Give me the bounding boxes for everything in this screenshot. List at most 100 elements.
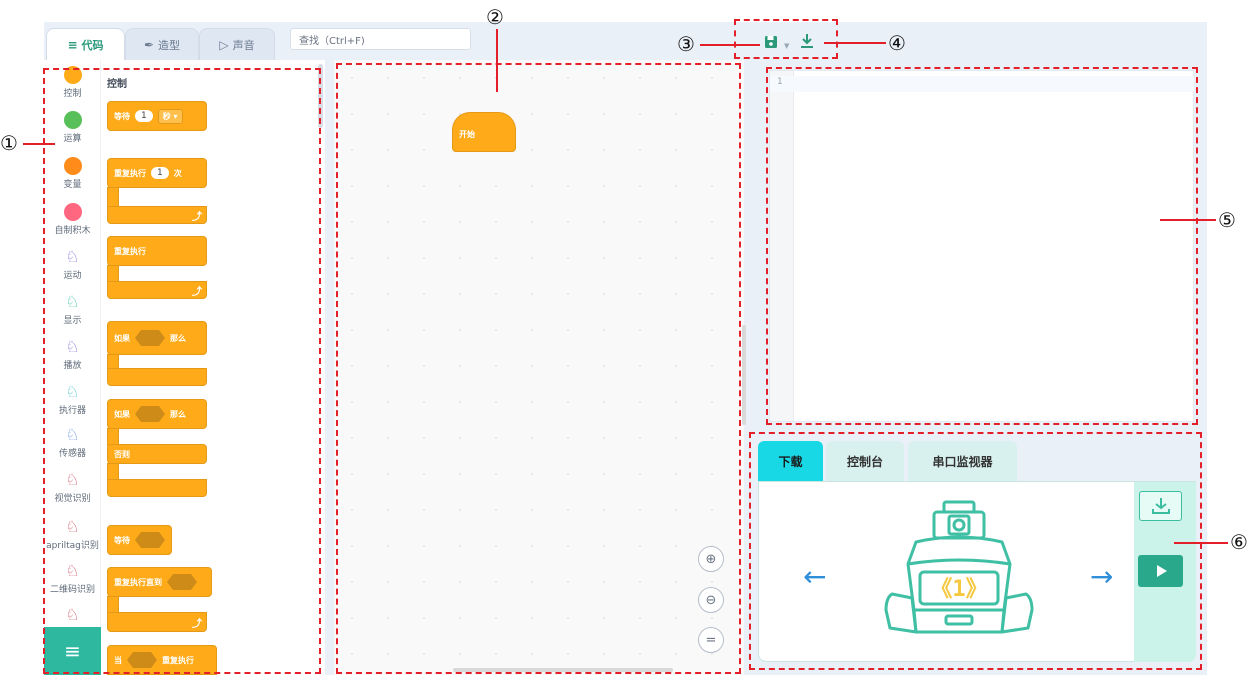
callout-6-leader	[1174, 542, 1228, 544]
editor-gutter	[770, 71, 794, 421]
workspace-vertical-scrollbar[interactable]	[742, 325, 746, 425]
zoom-in-icon: ⊕	[705, 551, 717, 567]
callout-4: ④	[888, 31, 906, 55]
repeat-until-block[interactable]: 重复执行直到	[107, 567, 212, 597]
category-control[interactable]: 控制	[44, 66, 101, 99]
if-else-block[interactable]: 如果 那么	[107, 399, 207, 429]
category-vision[interactable]: ♘ 视觉识别	[44, 470, 101, 505]
condition-slot[interactable]	[127, 652, 157, 668]
my-blocks-color-dot	[63, 203, 82, 221]
zoom-out-icon: ⊖	[705, 592, 717, 608]
tab-costume[interactable]: ✒ 造型	[125, 28, 199, 60]
category-actuator[interactable]: ♘ 执行器	[44, 382, 101, 417]
code-editor[interactable]	[769, 70, 1194, 422]
condition-slot[interactable]	[135, 406, 165, 422]
download-to-device-button[interactable]	[1139, 491, 1182, 521]
download-icon[interactable]	[800, 33, 816, 51]
annotation-box-toolbar	[734, 19, 838, 59]
category-motion[interactable]: ♘ 运动	[44, 248, 101, 282]
operators-color-dot	[63, 111, 82, 129]
tab-sound-label: 声音	[232, 38, 255, 52]
annotation-box-editor	[766, 67, 1198, 425]
search-input[interactable]: 查找（Ctrl+F)	[290, 28, 471, 50]
robot-icon: ♘	[65, 382, 80, 401]
callout-5-leader	[1160, 219, 1216, 221]
callout-1-leader	[23, 143, 55, 145]
robot-icon: ♘	[65, 517, 80, 536]
start-hat-block[interactable]: 开始	[452, 112, 516, 152]
zoom-reset-button[interactable]: =	[698, 627, 724, 653]
loop-arrow-icon: ⤴	[192, 212, 202, 223]
callout-2-leader	[496, 29, 498, 92]
variables-color-dot	[63, 157, 82, 175]
tab-console[interactable]: 控制台	[826, 441, 904, 481]
zoom-out-button[interactable]: ⊖	[698, 587, 724, 613]
arrow-left-icon: ←	[803, 560, 827, 593]
condition-slot[interactable]	[135, 532, 165, 548]
category-variables[interactable]: 变量	[44, 157, 101, 190]
block-label: 那么	[170, 409, 186, 419]
download-tray-icon	[1151, 498, 1170, 514]
zoom-in-button[interactable]: ⊕	[698, 546, 724, 572]
robot-icon: ♘	[65, 337, 80, 356]
callout-2: ②	[486, 5, 504, 29]
next-arrow-button[interactable]: →	[1090, 560, 1113, 593]
palette-title: 控制	[107, 79, 127, 90]
previous-arrow-button[interactable]: ←	[803, 560, 826, 593]
robot-icon: ♘	[65, 470, 80, 489]
block-label: 那么	[170, 333, 186, 343]
dropdown-indicator-icon[interactable]: ▼	[784, 42, 790, 50]
callout-3-leader	[700, 44, 760, 46]
script-workspace[interactable]	[334, 60, 744, 675]
category-my-blocks[interactable]: 自制积木	[44, 203, 101, 236]
workspace-horizontal-scrollbar[interactable]	[453, 668, 673, 672]
arrow-right-icon: →	[1090, 560, 1114, 593]
line-number: 1	[777, 77, 783, 87]
repeat-block-footer	[107, 206, 207, 224]
condition-slot[interactable]	[167, 574, 197, 590]
category-apriltag[interactable]: ♘ apriltag识别	[44, 517, 101, 552]
robot-icon: ♘	[65, 561, 80, 580]
category-play[interactable]: ♘ 播放	[44, 337, 101, 372]
block-label: 等待	[114, 111, 130, 121]
block-label: 等待	[114, 535, 130, 545]
add-extension-button[interactable]: ≡	[44, 627, 101, 675]
category-label: apriltag识别	[46, 541, 99, 551]
wait-until-block[interactable]: 等待	[107, 525, 172, 555]
speaker-icon: ▷	[219, 37, 229, 52]
repeat-block[interactable]: 重复执行 1 次	[107, 158, 207, 188]
wait-seconds-input[interactable]: 1	[135, 110, 153, 122]
wait-block[interactable]: 等待 1 秒 ▾	[107, 101, 207, 131]
category-label: 播放	[63, 361, 82, 371]
category-label: 执行器	[58, 406, 86, 416]
tab-code[interactable]: ≡ 代码	[46, 28, 125, 60]
code-icon: ≡	[67, 37, 78, 52]
tab-serial-monitor[interactable]: 串口监视器	[908, 441, 1017, 481]
tab-sound[interactable]: ▷ 声音	[199, 28, 275, 60]
time-unit-dropdown[interactable]: 秒 ▾	[157, 108, 183, 124]
category-label: 自制积木	[54, 226, 91, 236]
if-then-block[interactable]: 如果 那么	[107, 321, 207, 355]
tab-download[interactable]: 下载	[758, 441, 823, 481]
block-label: 如果	[114, 409, 130, 419]
editor-active-line	[770, 76, 1194, 92]
block-label: 否则	[114, 449, 130, 459]
category-display[interactable]: ♘ 显示	[44, 292, 101, 327]
repeat-count-input[interactable]: 1	[151, 167, 169, 179]
category-more[interactable]: ♘	[44, 606, 101, 626]
else-row: 否则	[107, 444, 207, 464]
save-icon[interactable]	[764, 35, 780, 51]
loop-arrow-icon: ⤴	[192, 619, 202, 630]
category-qrcode[interactable]: ♘ 二维码识别	[44, 561, 101, 596]
category-label: 变量	[63, 180, 82, 190]
forever-block-footer	[107, 281, 207, 299]
robot-icon: ♘	[65, 292, 80, 311]
block-label: 当	[114, 655, 122, 665]
category-operators[interactable]: 运算	[44, 111, 101, 144]
condition-slot[interactable]	[135, 330, 165, 346]
robot-icon: ♘	[65, 425, 80, 444]
category-sensor[interactable]: ♘ 传感器	[44, 425, 101, 460]
run-button[interactable]	[1138, 555, 1183, 587]
block-label: 重复执行	[114, 246, 146, 256]
forever-block[interactable]: 重复执行	[107, 236, 207, 266]
